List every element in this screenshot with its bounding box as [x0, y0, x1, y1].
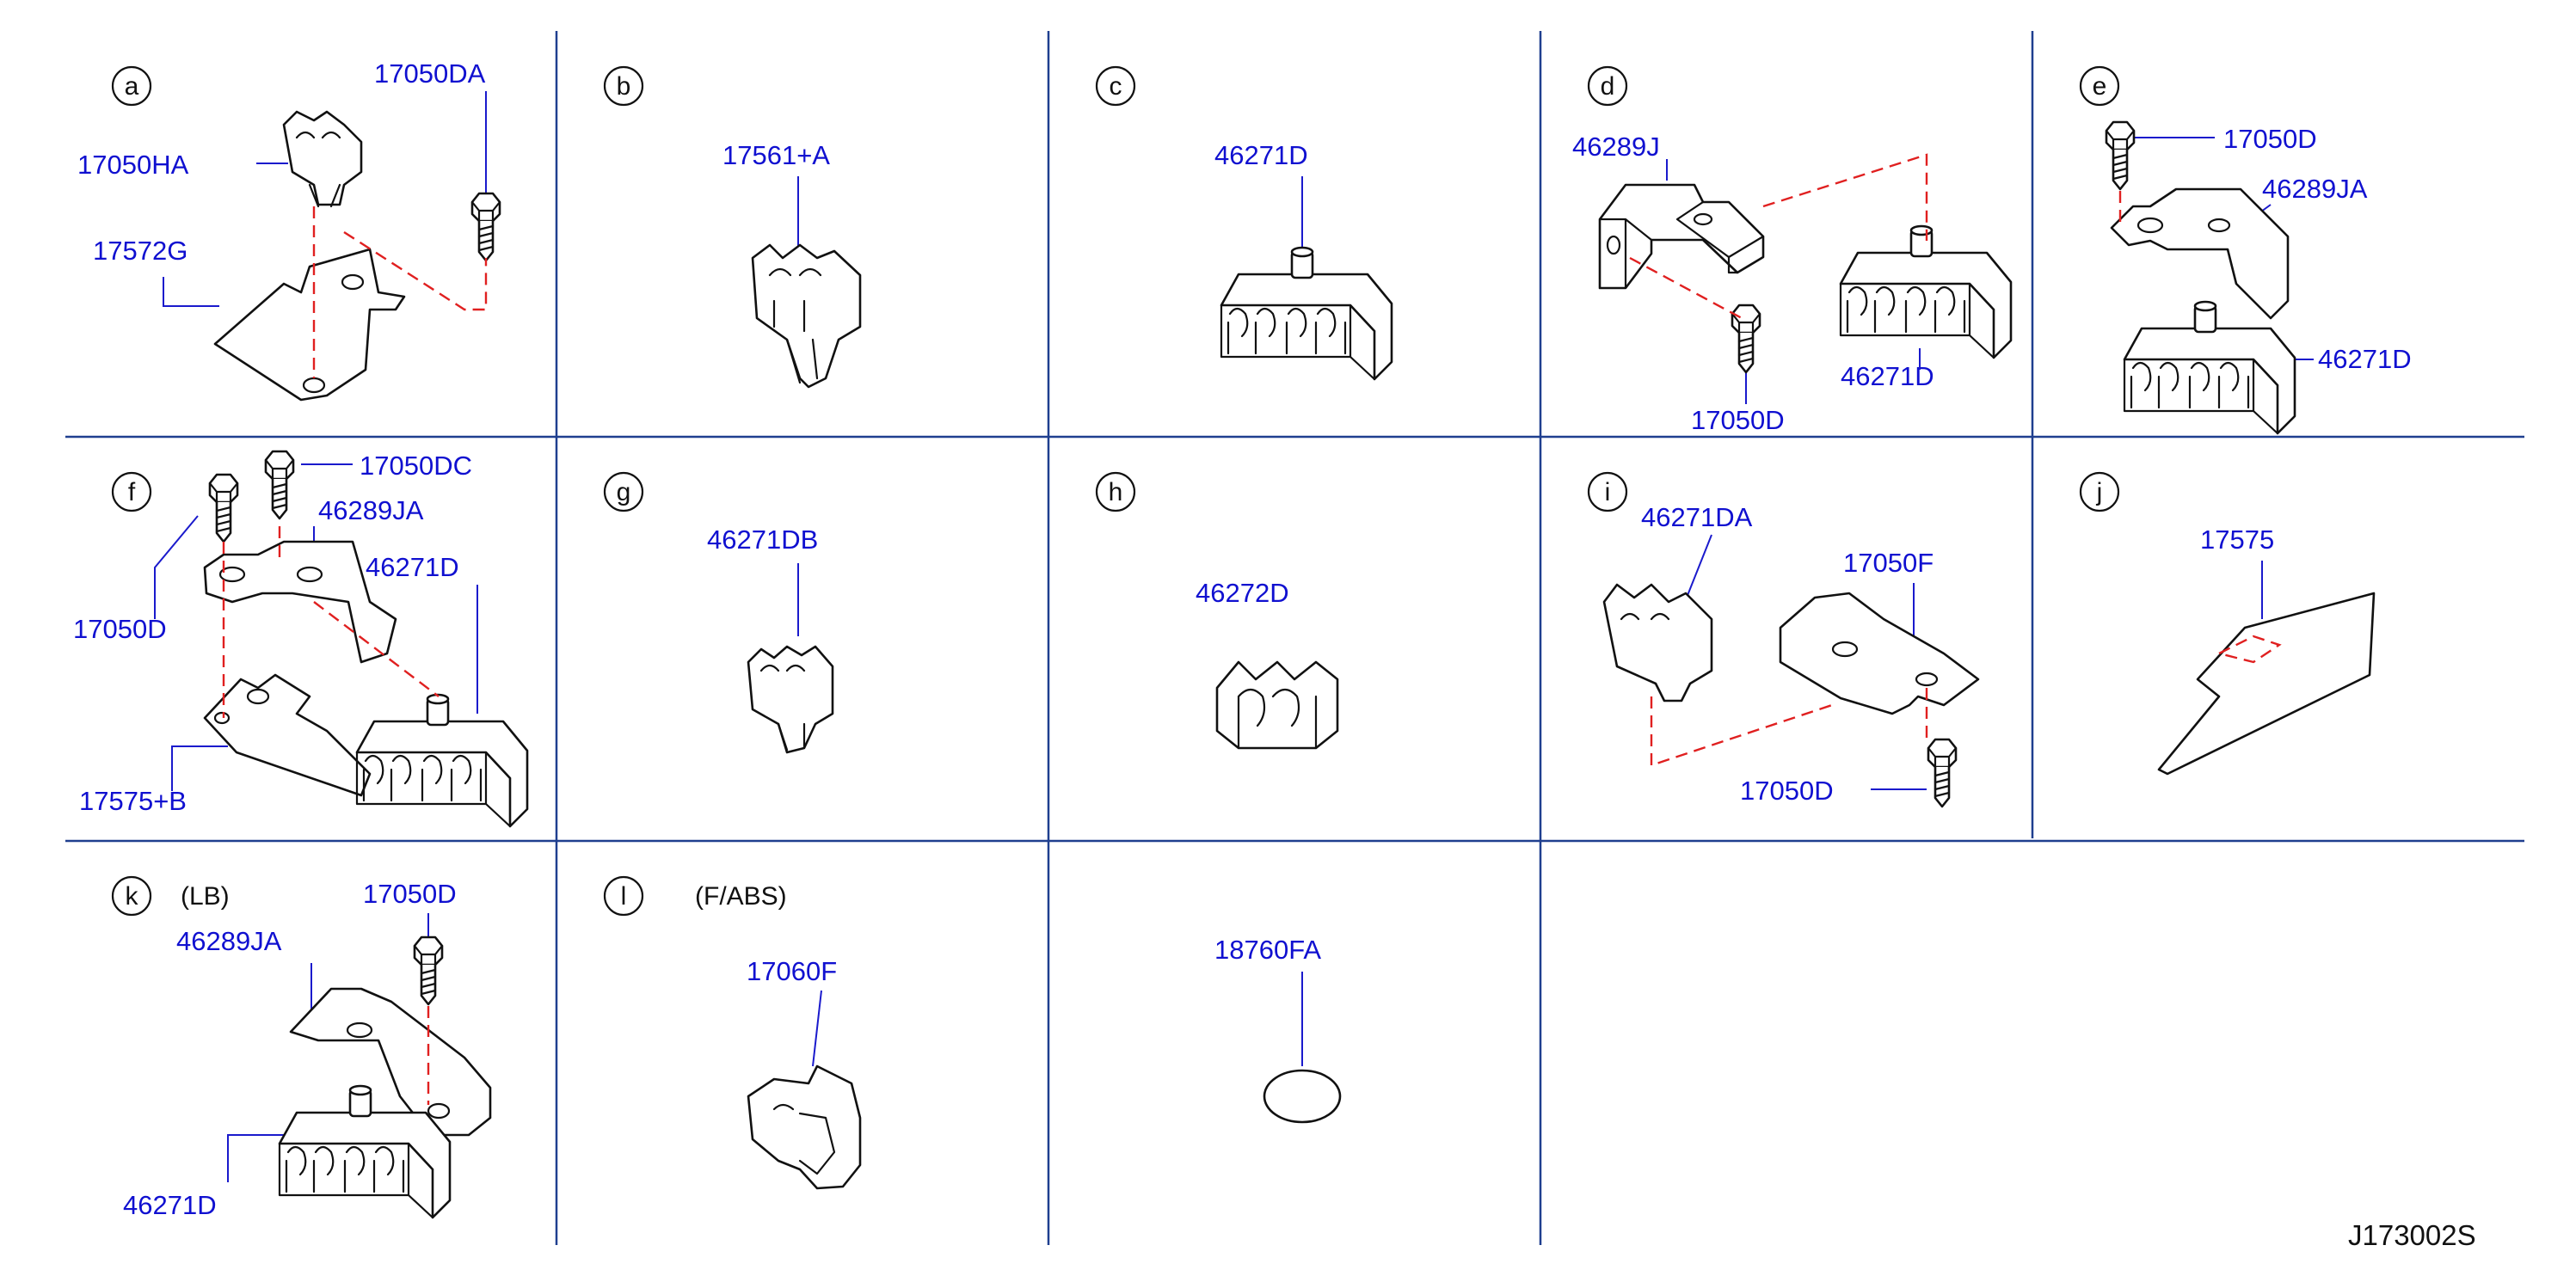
clip-icon [747, 1064, 862, 1190]
plate-icon [213, 248, 406, 402]
part-number: 17561+A [722, 140, 830, 170]
panel-letter: h [1109, 478, 1123, 506]
clip-icon [1602, 583, 1713, 702]
panel-letter: l [621, 882, 627, 911]
clip-icon [282, 110, 363, 206]
panel-f: f 17050DC 46289JA 46271D 17050D 17575+B [73, 450, 529, 828]
part-number: 46271D [366, 552, 459, 582]
part-number: 46289JA [318, 495, 424, 525]
bolt-icon [2105, 120, 2136, 191]
bolt-icon [264, 450, 295, 520]
panel-letter: i [1605, 478, 1611, 506]
part-number: 17050D [2223, 124, 2317, 154]
pipe-clamp-icon [355, 693, 529, 828]
part-number: 17050D [1740, 776, 1834, 806]
plate-icon [2157, 592, 2376, 776]
panel-k: k (LB) 17050D 46289JA 46271D [111, 875, 492, 1220]
part-number: 46272D [1196, 578, 1289, 608]
part-number: 46271DB [707, 525, 818, 555]
panel-g: g 46271DB [603, 471, 834, 754]
bolt-icon [470, 192, 501, 262]
bolt-icon [1927, 738, 1958, 808]
part-number: 17050D [1691, 405, 1785, 435]
part-number: 17050HA [77, 150, 189, 180]
part-number: 17060F [747, 956, 837, 986]
part-number: 46289JA [176, 926, 282, 956]
panel-l: l (F/ABS) 17060F [603, 875, 862, 1190]
part-number: 46271D [1214, 140, 1308, 170]
part-number: 17050DA [374, 58, 486, 89]
panel-d: d 46289J 46271D 17050D [1572, 65, 2013, 435]
part-number: 17575+B [79, 786, 187, 816]
panel-letter: k [126, 882, 139, 911]
clip-icon [751, 243, 862, 389]
bracket-icon [2110, 187, 2290, 320]
part-number: 46271D [2318, 344, 2412, 374]
part-number: 17050D [73, 614, 167, 644]
clip-icon [747, 645, 834, 754]
part-number: 17572G [93, 236, 188, 266]
panel-i: i 46271DA 17050F 17050D [1587, 471, 1980, 808]
clip-icon [1215, 660, 1339, 750]
part-number: 46271D [1841, 361, 1934, 391]
bolt-icon [413, 936, 444, 1006]
part-number: 46289JA [2262, 174, 2368, 204]
bracket-icon [1779, 592, 1980, 715]
panel-b: b 17561+A [603, 65, 862, 389]
part-number: 46271D [123, 1190, 217, 1220]
panel-j: j 17575 [2079, 471, 2376, 776]
part-number: 46271DA [1641, 502, 1753, 532]
plate-icon [203, 673, 372, 797]
panel-a: a 17050DA 17050HA 17572G [77, 58, 501, 402]
diagram-reference: J173002S [2348, 1219, 2476, 1251]
part-number: 17050F [1843, 548, 1934, 578]
pipe-clamp-icon [1220, 246, 1393, 381]
part-number: 17050DC [360, 451, 472, 481]
part-number: 17050D [363, 879, 457, 909]
pipe-clamp-icon [1839, 224, 2013, 359]
panel-letter: b [617, 72, 631, 101]
part-number: 46289J [1572, 132, 1660, 162]
bracket-icon [1598, 183, 1765, 290]
panel-note: (LB) [181, 882, 230, 911]
panel-letter: e [2093, 72, 2107, 101]
bracket-icon [289, 987, 492, 1137]
panel-c: c 46271D [1095, 65, 1393, 381]
part-number: 18760FA [1214, 935, 1321, 965]
panel-letter: a [125, 72, 139, 101]
panel-letter: g [617, 478, 631, 506]
panel-letter: d [1601, 72, 1615, 101]
plug-icon [1263, 1069, 1342, 1124]
part-number: 17575 [2200, 525, 2274, 555]
panel-letter: c [1110, 72, 1122, 101]
panel-letter: f [128, 478, 136, 506]
bolt-icon [208, 473, 239, 543]
panel-h: h 46272D [1095, 471, 1339, 750]
panel-letter: j [2096, 478, 2103, 506]
pipe-clamp-icon [2123, 300, 2296, 435]
bracket-icon [203, 540, 397, 664]
panel-grid [65, 31, 2524, 1245]
panel-note: (F/ABS) [695, 882, 787, 911]
panel-e: e 17050D 46289JA 46271D [2079, 65, 2412, 435]
panel-m: 18760FA [1214, 935, 1342, 1124]
